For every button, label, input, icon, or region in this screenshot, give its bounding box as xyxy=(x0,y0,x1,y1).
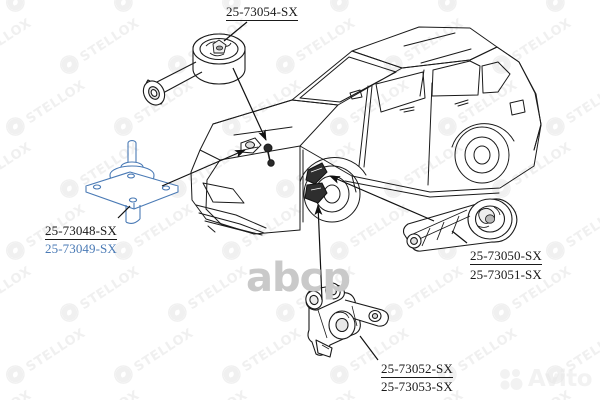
engine-bay-mount-marker-b xyxy=(263,143,275,167)
label-25-73048-SX: 25-73048-SX xyxy=(45,223,117,240)
label-25-73051-SX: 25-73051-SX xyxy=(470,267,542,282)
label-25-73052-SX: 25-73052-SX xyxy=(381,361,453,378)
label-25-73053-SX: 25-73053-SX xyxy=(381,379,453,394)
label-25-73050-SX: 25-73050-SX xyxy=(470,248,542,265)
label-25-73054-SX: 25-73054-SX xyxy=(226,4,298,21)
label-25-73049-SX: 25-73049-SX xyxy=(45,241,117,256)
